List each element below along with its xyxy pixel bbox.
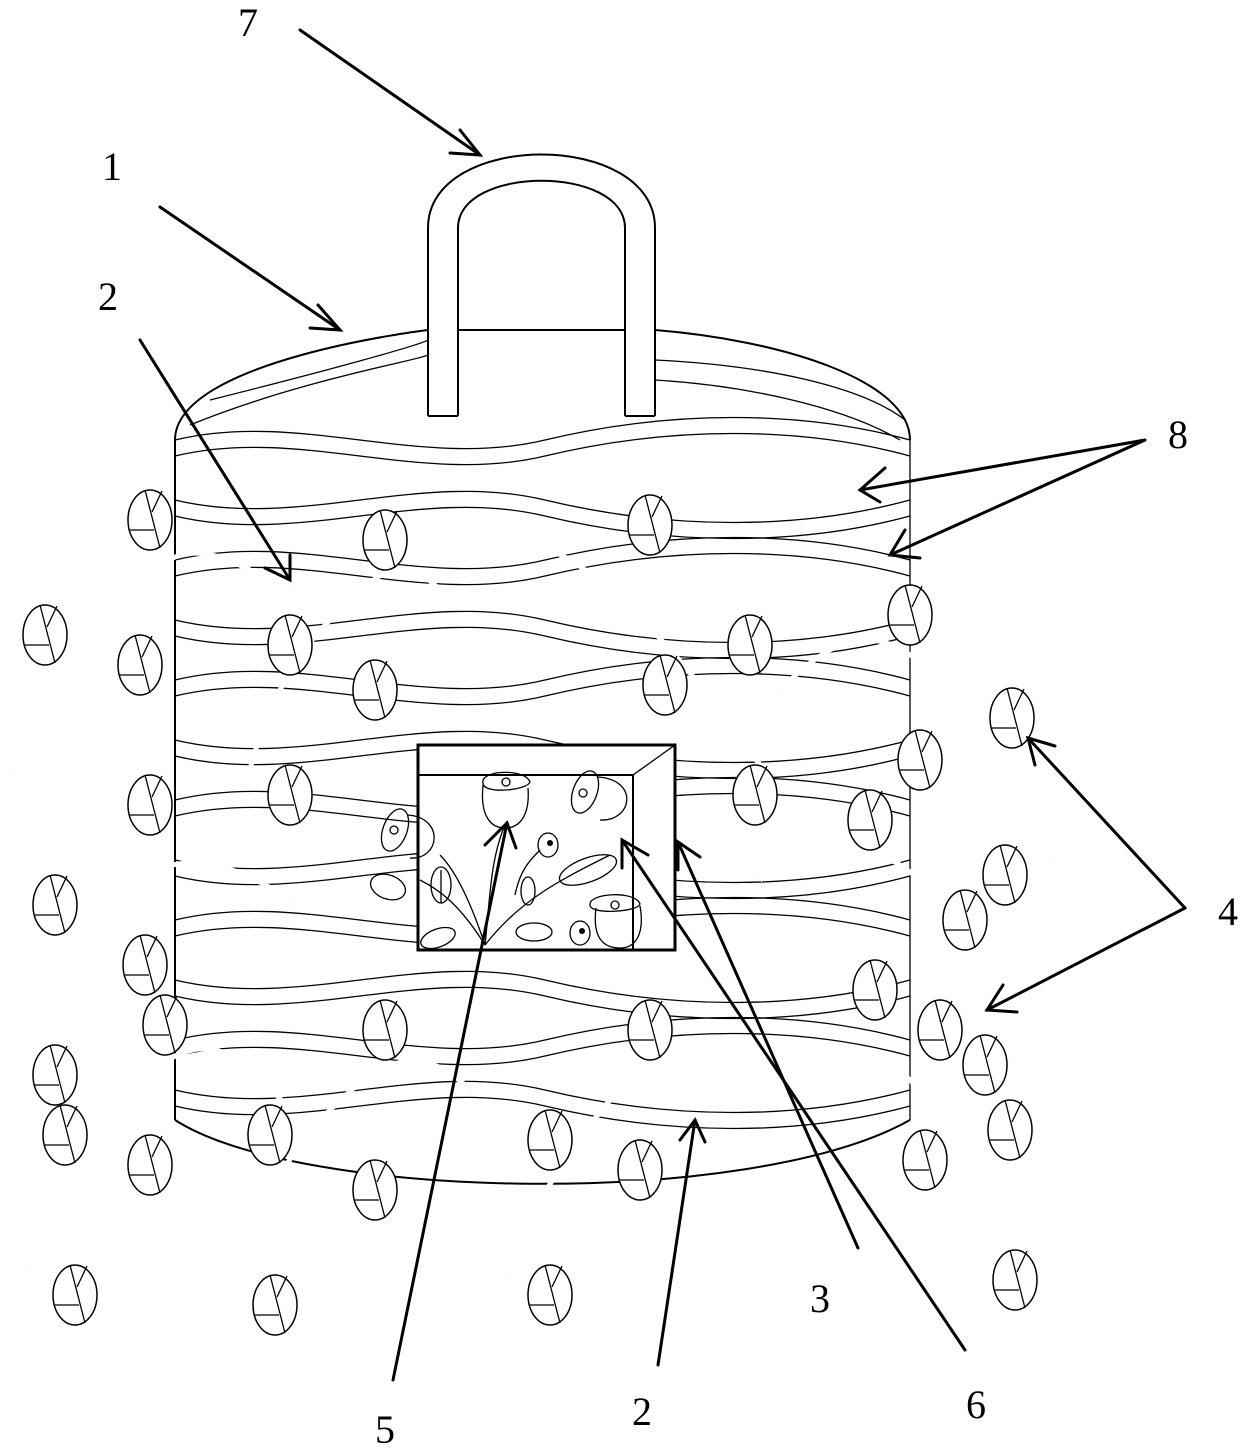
reference-labels: 7 1 2 8 4 5 2 3 6 bbox=[98, 0, 1238, 1452]
leaf-icon bbox=[733, 765, 777, 825]
leaf-icon bbox=[963, 1035, 1007, 1095]
arrow-2b bbox=[658, 1120, 705, 1365]
arrow-1 bbox=[160, 207, 340, 330]
leaf-icon bbox=[268, 765, 312, 825]
leaf-icon bbox=[898, 730, 942, 790]
arrow-4a bbox=[1028, 738, 1185, 908]
arrow-8b bbox=[890, 440, 1145, 558]
leaf-icon bbox=[353, 660, 397, 720]
weave-strand bbox=[175, 507, 910, 538]
leaf-icon bbox=[128, 1135, 172, 1195]
label-1: 1 bbox=[102, 144, 122, 189]
leaf-icon bbox=[728, 615, 772, 675]
weave-strand bbox=[175, 434, 910, 465]
leaf-icon bbox=[618, 1140, 662, 1200]
leaf-icon bbox=[363, 1000, 407, 1060]
leaf-icon bbox=[128, 775, 172, 835]
leaf-icon bbox=[643, 655, 687, 715]
leaf-icon bbox=[888, 585, 932, 645]
rim-strand bbox=[190, 355, 428, 425]
label-5: 5 bbox=[375, 1407, 395, 1452]
leaf-icon bbox=[903, 1130, 947, 1190]
leaf-icon bbox=[918, 1000, 962, 1060]
leaf-icon bbox=[628, 1000, 672, 1060]
weave-strand bbox=[175, 554, 910, 585]
leaf-icon bbox=[143, 995, 187, 1055]
rim-strand bbox=[210, 340, 428, 400]
weave-strand bbox=[175, 971, 910, 1002]
leaf-icon bbox=[128, 490, 172, 550]
leaf-icon bbox=[248, 1105, 292, 1165]
arrow-4b bbox=[987, 908, 1185, 1012]
weave-strand bbox=[175, 1034, 910, 1065]
weave-strand bbox=[175, 418, 910, 449]
leaf-icon bbox=[943, 890, 987, 950]
label-3: 3 bbox=[810, 1276, 830, 1321]
label-2-upper: 2 bbox=[98, 274, 118, 319]
leaf-icon bbox=[528, 1265, 572, 1325]
leaf-icon bbox=[268, 615, 312, 675]
weave-strand bbox=[175, 538, 910, 569]
label-2-lower: 2 bbox=[632, 1389, 652, 1434]
label-6: 6 bbox=[966, 1382, 986, 1427]
leaf-icon bbox=[33, 875, 77, 935]
leaf-icon bbox=[993, 1250, 1037, 1310]
leaf-icon bbox=[53, 1265, 97, 1325]
weave-strand bbox=[175, 491, 910, 522]
leaf-icon bbox=[33, 1045, 77, 1105]
leaf-icon bbox=[528, 1110, 572, 1170]
vine-stem bbox=[760, 846, 1010, 1060]
vine-stem-inner bbox=[760, 846, 1010, 1060]
rim-strand bbox=[655, 360, 905, 420]
rim-strand bbox=[655, 380, 900, 440]
leaf-icon bbox=[43, 1105, 87, 1165]
leaf-icon bbox=[23, 605, 67, 665]
leaf-icon bbox=[988, 1100, 1032, 1160]
leaf-icon bbox=[853, 960, 897, 1020]
label-7: 7 bbox=[238, 0, 258, 45]
weave-bands bbox=[175, 340, 910, 1129]
leaf-icon bbox=[118, 635, 162, 695]
label-4: 4 bbox=[1218, 889, 1238, 934]
weave-strand bbox=[175, 1018, 910, 1049]
leaf-icon bbox=[363, 510, 407, 570]
weave-strand bbox=[175, 987, 910, 1018]
arrow-7 bbox=[300, 30, 480, 155]
label-8: 8 bbox=[1168, 412, 1188, 457]
arrow-3 bbox=[678, 842, 858, 1248]
leaf-icon bbox=[628, 495, 672, 555]
leaf-icon bbox=[353, 1160, 397, 1220]
leaf-icon bbox=[123, 935, 167, 995]
leaf-icon bbox=[848, 790, 892, 850]
handle bbox=[428, 155, 655, 417]
leaf-icon bbox=[253, 1275, 297, 1335]
arrow-8a bbox=[860, 440, 1145, 502]
leaf-icon bbox=[983, 845, 1027, 905]
